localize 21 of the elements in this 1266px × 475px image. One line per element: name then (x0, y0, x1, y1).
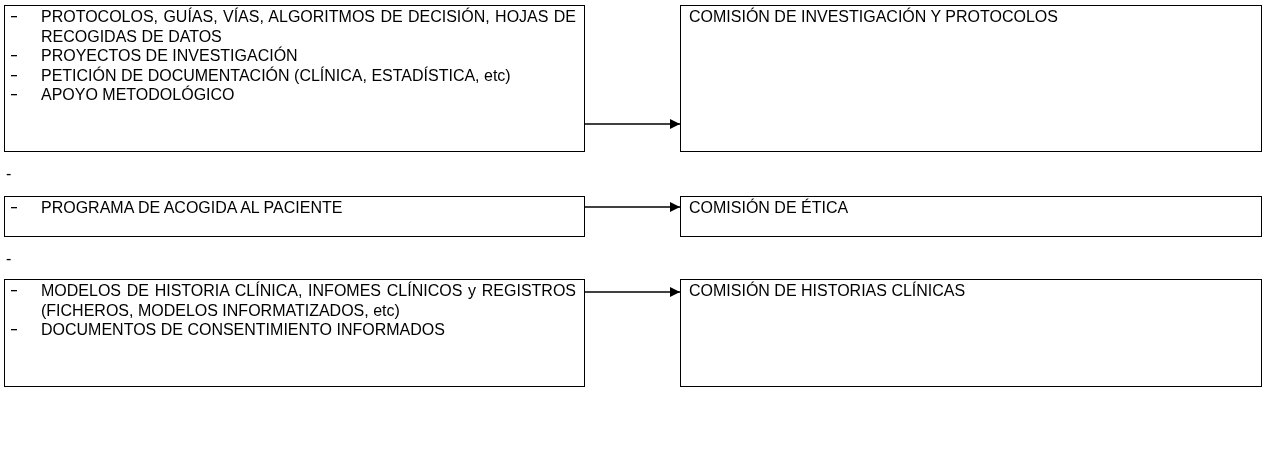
commission-title: COMISIÓN DE INVESTIGACIÓN Y PROTOCOLOS (689, 7, 1058, 27)
list-item: APOYO METODOLÓGICO (41, 85, 236, 105)
topic-box (4, 5, 585, 152)
list-item: MODELOS DE HISTORIA CLÍNICA, INFOMES CLÍNICOS y REGISTROS (FICHEROS, MODELOS INFORMATIZADOS, etc) (41, 281, 576, 320)
topic-box (4, 196, 585, 237)
commission-box (680, 196, 1262, 237)
dash-mark: - (6, 249, 12, 269)
arrow (584, 119, 681, 129)
dash-mark: - (6, 164, 12, 184)
list-item: PETICIÓN DE DOCUMENTACIÓN (CLÍNICA, ESTADÍSTICA, etc) (41, 65, 512, 85)
commission-title: COMISIÓN DE ÉTICA (689, 198, 849, 218)
commission-box (680, 5, 1262, 152)
list-item: PROTOCOLOS, GUÍAS, VÍAS, ALGORITMOS DE DECISIÓN, HOJAS DE RECOGIDAS DE DATOS (41, 7, 576, 46)
topic-box (4, 279, 585, 387)
list-item: DOCUMENTOS DE CONSENTIMIENTO INFORMADOS (41, 320, 446, 340)
commission-box (680, 279, 1262, 387)
arrow (584, 202, 681, 212)
list-item: PROYECTOS DE INVESTIGACIÓN (41, 46, 299, 66)
arrow (584, 287, 681, 297)
commission-title: COMISIÓN DE HISTORIAS CLÍNICAS (689, 281, 966, 301)
list-item: PROGRAMA DE ACOGIDA AL PACIENTE (41, 198, 344, 218)
